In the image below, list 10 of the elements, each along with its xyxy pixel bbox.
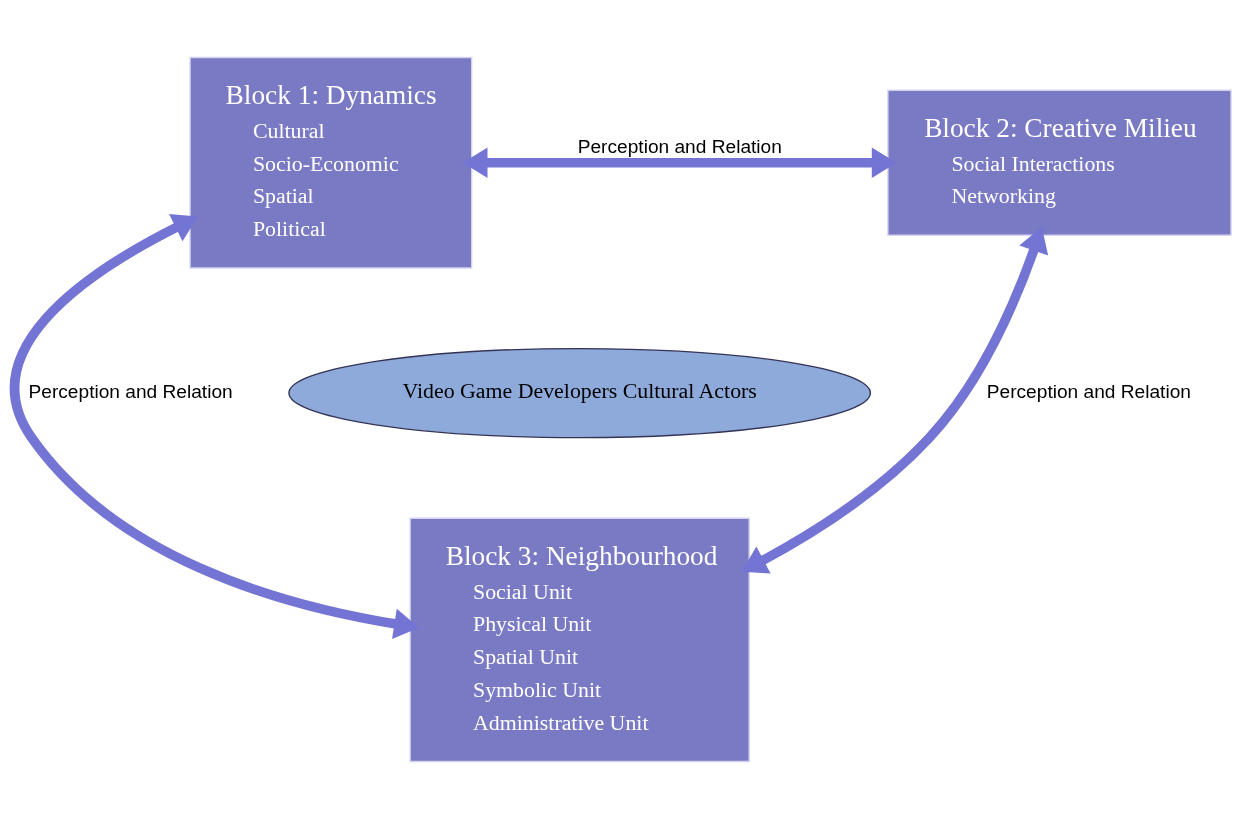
edge-label: Perception and Relation xyxy=(577,135,782,157)
node-box: Block 1: Dynamics Cultural Socio-Economic Spatial Political xyxy=(189,56,473,269)
edge-label: Perception and Relation xyxy=(986,380,1191,402)
edge-label: Perception and Relation xyxy=(28,380,233,402)
node-box: Block 2: Creative Milieu Social Interactions Networking xyxy=(887,89,1232,236)
arrow xyxy=(462,147,897,178)
arrow xyxy=(10,213,419,639)
arrow xyxy=(741,226,1049,574)
node-box: Block 3: Neighbourhood Social Unit Physical Unit Spatial Unit Symbolic Unit Administrative Unit xyxy=(409,517,750,762)
node-ellipse: Video Game Developers Cultural Actors xyxy=(288,347,872,438)
